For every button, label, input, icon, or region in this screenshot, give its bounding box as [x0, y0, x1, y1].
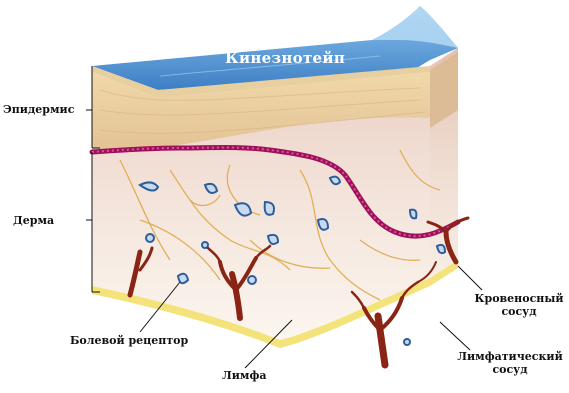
label-epidermis: Эпидермис: [3, 103, 74, 116]
tape-label: Кинезнотейп: [225, 49, 345, 67]
label-lymph: Лимфа: [222, 369, 267, 382]
label-lymph-vessel: Лимфатический сосуд: [455, 350, 565, 376]
label-blood-vessel: Кровеносный сосуд: [474, 292, 564, 318]
label-pain-receptor: Болевой рецептор: [70, 334, 188, 347]
label-dermis: Дерма: [13, 214, 54, 227]
